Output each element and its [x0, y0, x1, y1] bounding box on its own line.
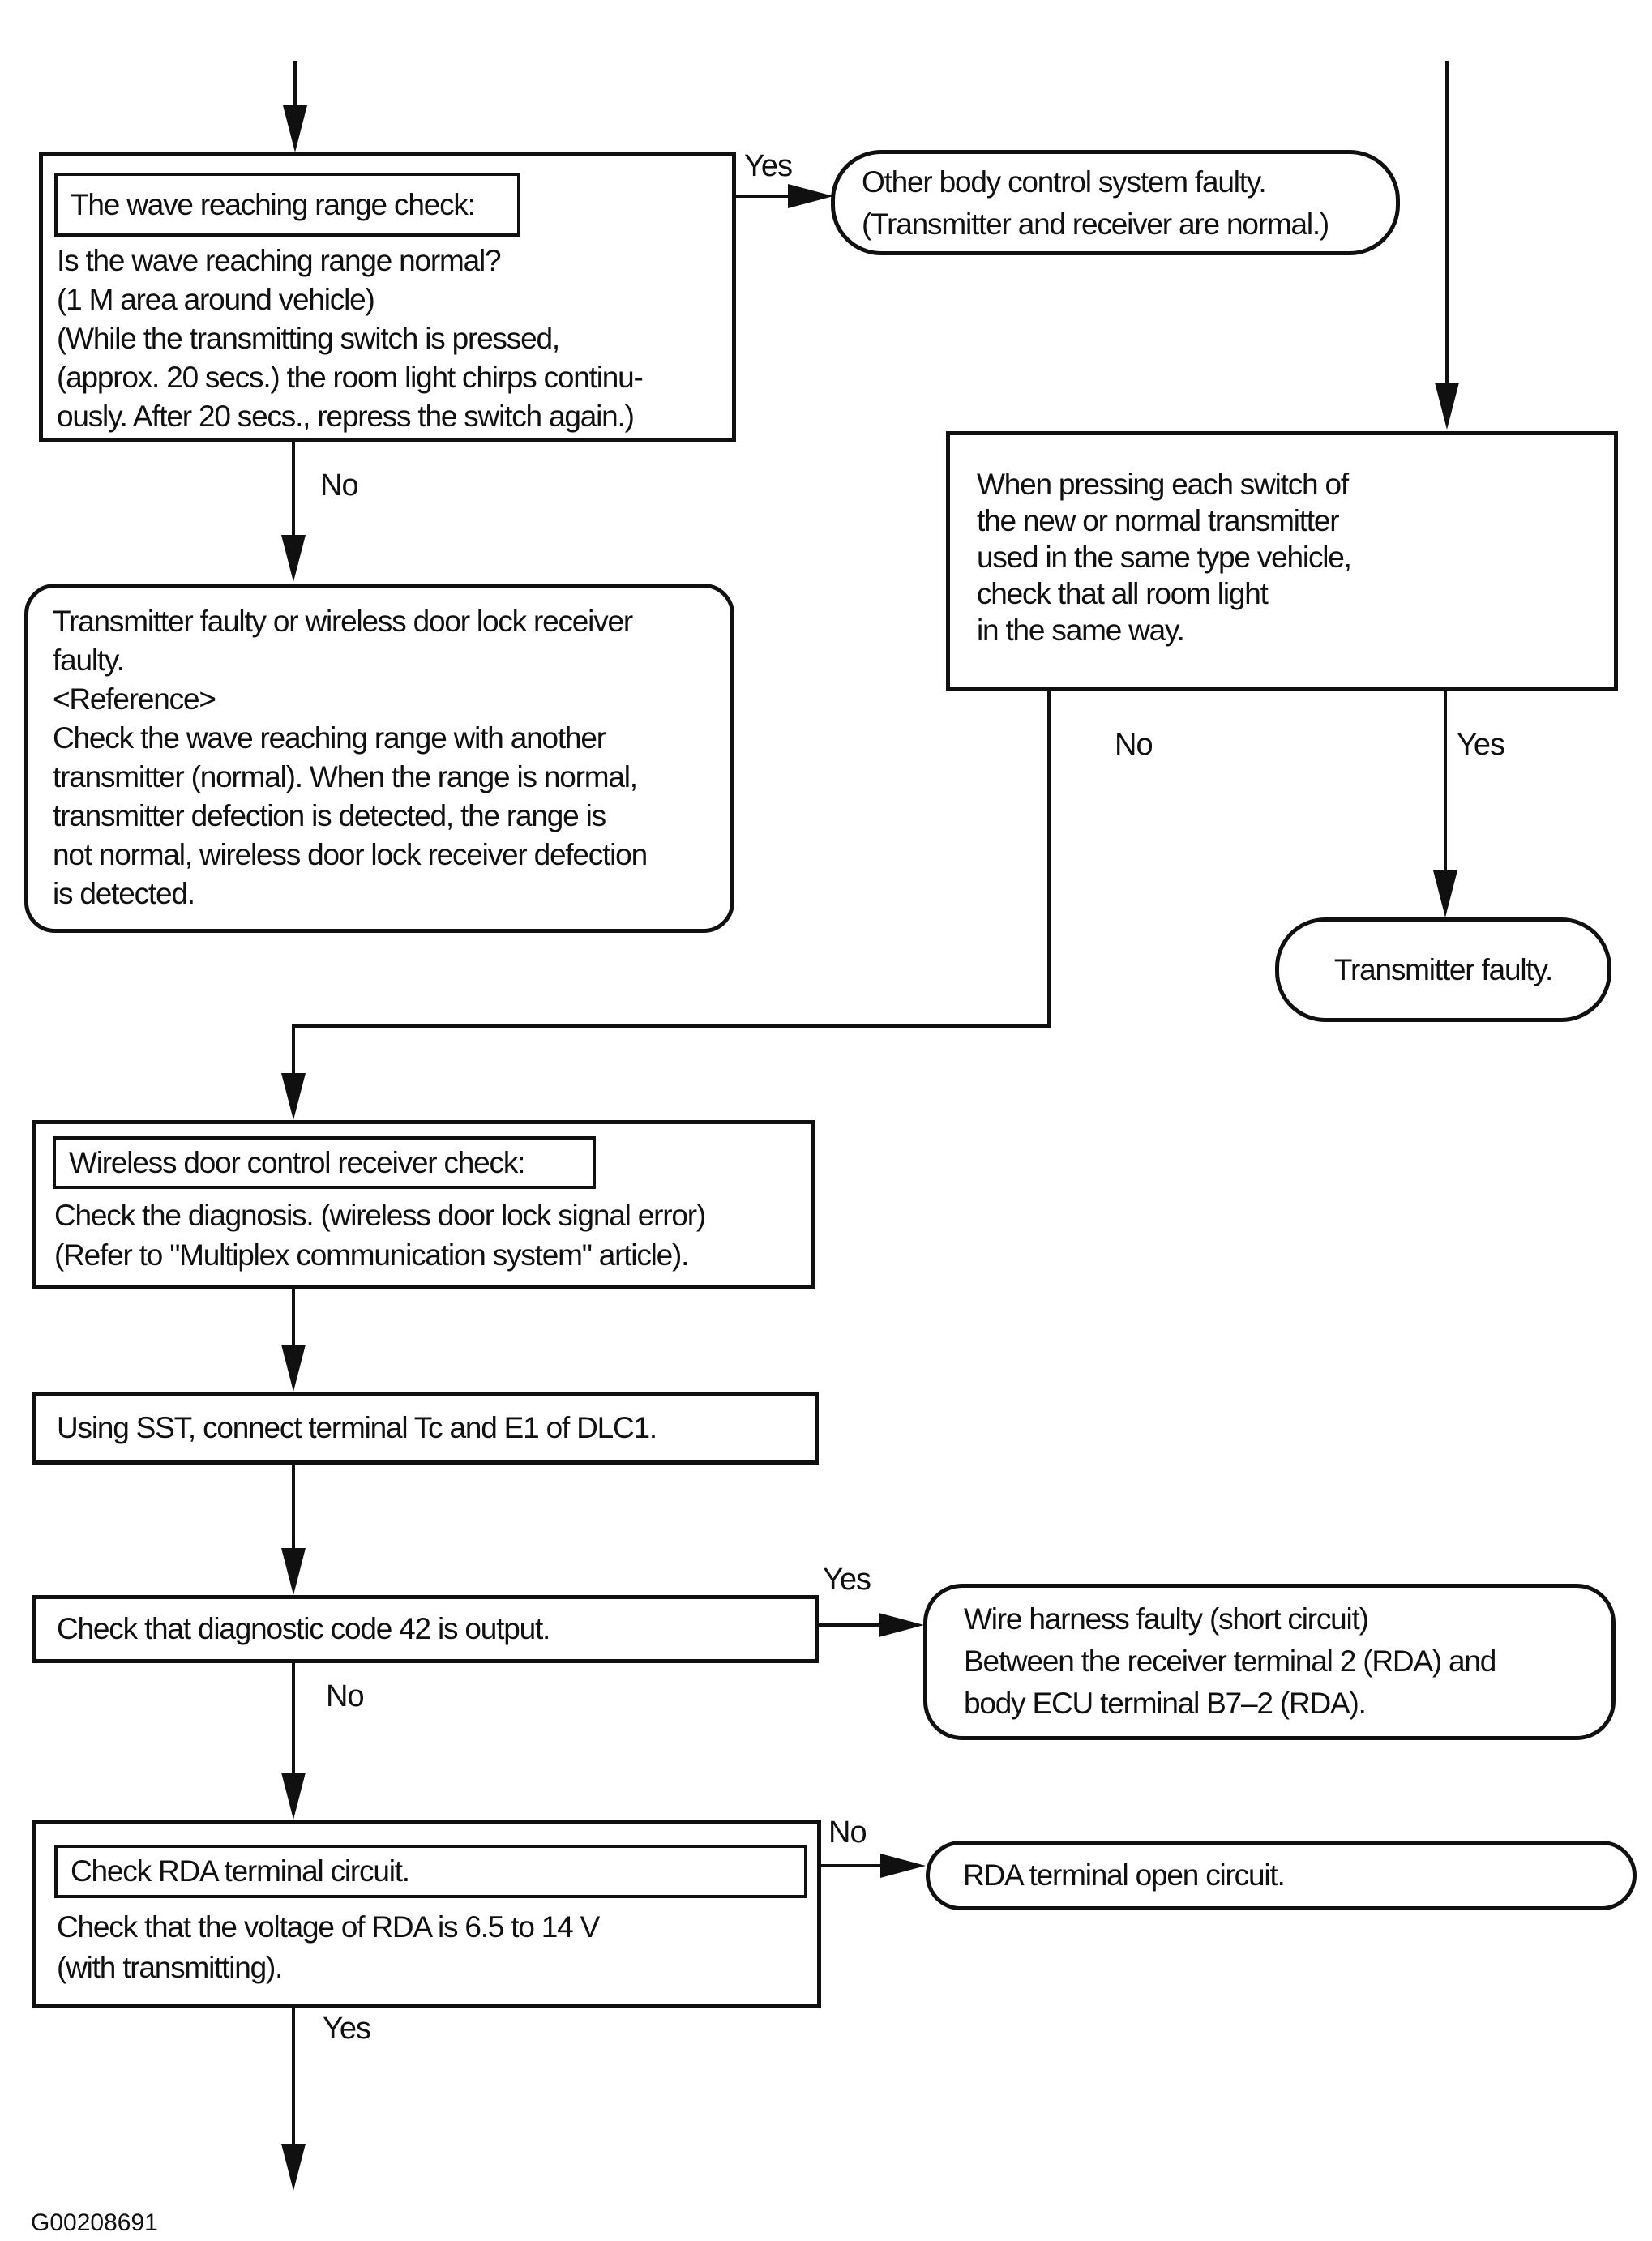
box-body-line: Check the diagnosis. (wireless door lock… [54, 1199, 706, 1232]
box-title: The wave reaching range check: [71, 187, 476, 221]
arrow-down [281, 1548, 306, 1595]
box-connect-tc-e1-dlc1: Using SST, connect terminal Tc and E1 of… [32, 1392, 819, 1465]
terminator-line: (Transmitter and receiver are normal.) [862, 207, 1329, 241]
arrow-down [281, 1773, 306, 1820]
arrow-down [281, 1073, 306, 1120]
terminator-body: Transmitter faulty. [1279, 922, 1607, 1018]
box-body-line: used in the same type vehicle, [977, 541, 1352, 574]
flow-line [292, 1024, 1051, 1028]
terminator-body: Wire harness faulty (short circuit) Betw… [964, 1598, 1496, 1725]
arrow-down [281, 2144, 306, 2191]
box-body-line: faulty. [53, 644, 125, 677]
box-diagnostic-code-42: Check that diagnostic code 42 is output. [32, 1595, 819, 1663]
flow-line [292, 1465, 295, 1550]
terminator-body: Other body control system faulty. (Trans… [862, 161, 1329, 246]
terminator-line: body ECU terminal B7–2 (RDA). [964, 1687, 1367, 1720]
box-body-line: (with transmitting). [57, 1951, 283, 1984]
flow-line [1444, 691, 1447, 874]
flow-line [292, 1289, 295, 1348]
flow-line [1445, 61, 1449, 385]
box-check-rda-terminal-circuit: Check RDA terminal circuit. Check that t… [32, 1820, 821, 2008]
arrow-down [283, 105, 307, 152]
box-body-line: Check the wave reaching range with anoth… [53, 721, 606, 755]
box-body-line: check that all room light [977, 577, 1269, 610]
box-body: Check that diagnostic code 42 is output. [36, 1599, 815, 1659]
box-body-line: Using SST, connect terminal Tc and E1 of… [57, 1411, 657, 1444]
box-body-line: Check that diagnostic code 42 is output. [57, 1612, 550, 1645]
box-body-line: Is the wave reaching range normal? [57, 244, 502, 277]
box-wave-reaching-range-check: The wave reaching range check: Is the wa… [39, 152, 736, 442]
flow-line [292, 1663, 295, 1775]
edge-label-no: No [1115, 728, 1153, 762]
arrow-down [1435, 383, 1459, 430]
box-body: Using SST, connect terminal Tc and E1 of… [36, 1396, 815, 1460]
box-body-line: When pressing each switch of [977, 468, 1349, 501]
terminator-transmitter-faulty: Transmitter faulty. [1275, 917, 1611, 1022]
flow-line [292, 2008, 295, 2146]
edge-label-yes: Yes [744, 149, 793, 183]
box-transmitter-or-receiver-faulty: Transmitter faulty or wireless door lock… [24, 584, 734, 933]
terminator-line: Wire harness faulty (short circuit) [964, 1602, 1369, 1636]
terminator-line: RDA terminal open circuit. [963, 1858, 1286, 1892]
box-body-line: in the same way. [977, 614, 1185, 647]
box-body-line: (approx. 20 secs.) the room light chirps… [57, 361, 644, 394]
box-wireless-door-control-receiver-check: Wireless door control receiver check: Ch… [32, 1120, 815, 1289]
figure-id: G00208691 [31, 2209, 158, 2236]
edge-label-yes: Yes [323, 2012, 371, 2046]
edge-label-no: No [326, 1679, 365, 1713]
box-body: Check the diagnosis. (wireless door lock… [54, 1195, 706, 1275]
box-body-line: (1 M area around vehicle) [57, 283, 375, 316]
arrow-down [1433, 870, 1457, 917]
edge-label-yes: Yes [1457, 728, 1505, 762]
terminator-line: Other body control system faulty. [862, 165, 1267, 199]
box-same-type-transmitter-check: When pressing each switch of the new or … [946, 431, 1618, 691]
box-body: Check that the voltage of RDA is 6.5 to … [57, 1907, 600, 1988]
box-title: Check RDA terminal circuit. [71, 1854, 410, 1888]
terminator-rda-open-circuit: RDA terminal open circuit. [926, 1841, 1637, 1910]
box-body-line: ously. After 20 secs., repress the switc… [57, 400, 635, 433]
box-body-line: Transmitter faulty or wireless door lock… [53, 605, 633, 638]
terminator-line: Transmitter faulty. [1333, 952, 1553, 986]
box-body-line: (Refer to "Multiplex communication syste… [54, 1238, 689, 1272]
box-title: Wireless door control receiver check: [69, 1145, 525, 1179]
terminator-other-body-control-faulty: Other body control system faulty. (Trans… [831, 150, 1400, 255]
box-title-frame: Check RDA terminal circuit. [54, 1845, 807, 1898]
box-body-line: transmitter defection is detected, the r… [53, 799, 606, 832]
terminator-line: Between the receiver terminal 2 (RDA) an… [964, 1644, 1496, 1678]
box-body: When pressing each switch of the new or … [977, 466, 1352, 648]
flow-line [736, 195, 801, 198]
box-body-line: (While the transmitting switch is presse… [57, 322, 560, 355]
edge-label-no: No [828, 1815, 867, 1850]
flow-line [292, 1024, 295, 1075]
box-body-line: not normal, wireless door lock receiver … [53, 838, 648, 871]
arrow-down [281, 535, 306, 582]
box-body-line: is detected. [53, 877, 195, 910]
flow-line [819, 1623, 887, 1627]
box-body-line: transmitter (normal). When the range is … [53, 760, 638, 793]
box-body-line: <Reference> [53, 682, 216, 716]
flow-line [821, 1864, 886, 1867]
box-title-frame: Wireless door control receiver check: [53, 1136, 596, 1189]
flow-line [292, 442, 295, 537]
box-title-frame: The wave reaching range check: [54, 173, 520, 237]
box-body: Is the wave reaching range normal? (1 M … [57, 242, 644, 436]
terminator-body: RDA terminal open circuit. [930, 1845, 1633, 1906]
arrow-right [880, 1854, 926, 1878]
arrow-right [879, 1613, 924, 1637]
flow-line [1047, 691, 1051, 1028]
edge-label-no: No [320, 468, 359, 503]
flow-line [293, 61, 297, 109]
edge-label-yes: Yes [823, 1563, 871, 1597]
terminator-wire-harness-faulty: Wire harness faulty (short circuit) Betw… [923, 1584, 1616, 1740]
box-body: Transmitter faulty or wireless door lock… [53, 602, 648, 913]
arrow-down [281, 1345, 306, 1392]
arrow-right [788, 184, 833, 208]
box-body-line: the new or normal transmitter [977, 504, 1340, 537]
box-body-line: Check that the voltage of RDA is 6.5 to … [57, 1910, 600, 1944]
